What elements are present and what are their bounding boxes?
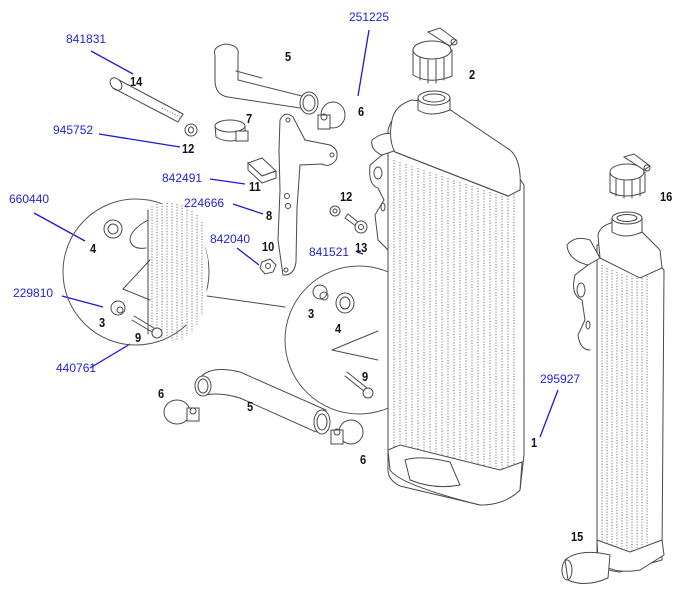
ref-label-3: 3 <box>308 306 315 321</box>
leader-295927 <box>539 389 559 438</box>
ref-label-1: 1 <box>531 435 538 450</box>
cap-2 <box>412 27 458 84</box>
ref-label-4: 4 <box>90 241 97 256</box>
ref-label-9: 9 <box>362 369 369 384</box>
leader-841521 <box>356 251 364 255</box>
clamp-6-top <box>317 101 346 130</box>
clamp-6-lower <box>330 419 364 445</box>
lower-hose <box>194 369 331 435</box>
part-number-842040[interactable]: 842040 <box>210 232 251 246</box>
ref-label-2: 2 <box>469 67 476 82</box>
leader-945752 <box>98 133 181 148</box>
leader-842491 <box>209 178 246 185</box>
part-number-841521[interactable]: 841521 <box>309 245 350 259</box>
ref-label-13: 13 <box>355 240 368 255</box>
part-number-440761[interactable]: 440761 <box>56 361 97 375</box>
part-number-841831[interactable]: 841831 <box>66 32 107 46</box>
part-number-224666[interactable]: 224666 <box>184 196 225 210</box>
leader-841831 <box>90 50 134 75</box>
ref-label-4: 4 <box>335 321 342 336</box>
bolt-14 <box>109 77 184 123</box>
part-number-945752[interactable]: 945752 <box>53 123 94 137</box>
ref-label-6: 6 <box>158 386 165 401</box>
cap-16 <box>609 153 651 199</box>
radiator-secondary <box>561 211 665 584</box>
upper-hose <box>214 43 319 115</box>
clamp-7 <box>214 119 249 142</box>
leader-660440 <box>33 212 86 242</box>
radiator-main <box>369 90 525 506</box>
ref-label-10: 10 <box>262 239 275 254</box>
ref-label-15: 15 <box>571 529 584 544</box>
ref-label-12: 12 <box>182 141 195 156</box>
washer-12b <box>329 205 341 217</box>
ref-label-5: 5 <box>285 49 292 64</box>
ref-label-14: 14 <box>130 74 143 89</box>
washer-12a <box>184 123 198 137</box>
ref-label-6: 6 <box>358 104 365 119</box>
detail-connector-left <box>206 295 286 308</box>
ref-label-7: 7 <box>246 111 253 126</box>
ref-label-16: 16 <box>660 189 673 204</box>
screw-13 <box>344 213 368 234</box>
leader-229810 <box>61 295 104 308</box>
ref-label-11: 11 <box>249 179 261 194</box>
nut-10 <box>259 258 277 275</box>
ref-label-12: 12 <box>340 189 353 204</box>
bracket-8 <box>277 113 338 276</box>
ref-label-9: 9 <box>135 330 142 345</box>
ref-label-3: 3 <box>99 315 106 330</box>
spacer-11 <box>247 157 277 184</box>
leader-251225 <box>357 29 370 97</box>
leader-224666 <box>232 203 264 215</box>
detail-circle-left <box>62 198 210 346</box>
part-number-660440[interactable]: 660440 <box>9 192 50 206</box>
ref-label-8: 8 <box>266 208 273 223</box>
leader-440761 <box>89 343 131 369</box>
part-number-295927[interactable]: 295927 <box>540 372 581 386</box>
ref-label-5: 5 <box>247 399 254 414</box>
ref-label-6: 6 <box>360 452 367 467</box>
part-number-842491[interactable]: 842491 <box>162 171 203 185</box>
leader-lines <box>33 29 559 438</box>
part-number-251225[interactable]: 251225 <box>349 10 390 24</box>
part-number-229810[interactable]: 229810 <box>13 286 54 300</box>
clamp-6-left <box>163 399 200 425</box>
leader-842040 <box>236 247 260 266</box>
